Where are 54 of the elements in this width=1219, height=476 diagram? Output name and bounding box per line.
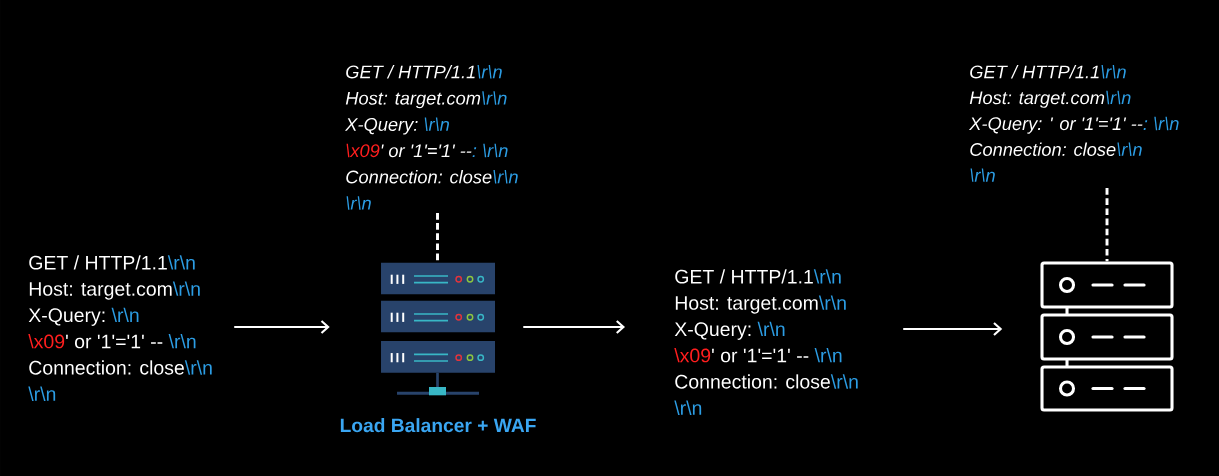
crlf-text: \r\n bbox=[168, 334, 196, 349]
request-text: Connection: close bbox=[970, 142, 1116, 156]
arrow bbox=[903, 322, 1003, 336]
crlf-text: \r\n bbox=[167, 255, 195, 270]
crlf-text: \r\n bbox=[814, 348, 842, 363]
crlf-text: \r\n bbox=[1101, 64, 1126, 79]
crlf-text: \r\n bbox=[111, 307, 139, 323]
crlf-text: \r\n bbox=[674, 400, 702, 415]
escape-code-text: \x09 bbox=[28, 334, 65, 349]
request-text: Connection: close bbox=[346, 170, 492, 184]
crlf-text: \r\n bbox=[493, 170, 518, 184]
escape-code-text: \x09 bbox=[674, 348, 711, 363]
request-text: ' or '1'='1' -- bbox=[381, 144, 472, 158]
request-text: Connection: close bbox=[675, 374, 830, 389]
crlf-text: \r\n bbox=[482, 91, 507, 105]
request-text: X-Query: ' or '1'='1' -- bbox=[968, 117, 1143, 134]
crlf-text: \r\n bbox=[1154, 116, 1179, 131]
request-text: X-Query: bbox=[344, 118, 418, 135]
crlf-text: \r\n bbox=[813, 269, 841, 284]
colon-text: : bbox=[472, 147, 477, 157]
crlf-text: \r\n bbox=[818, 295, 846, 310]
request-text: ' or '1'='1' -- bbox=[712, 348, 809, 363]
crlf-text: \r\n bbox=[830, 374, 858, 389]
crlf-text: \r\n bbox=[172, 281, 200, 296]
caption-text: Load Balancer + WAF bbox=[340, 418, 536, 433]
request-text: Connection: close bbox=[29, 360, 184, 375]
dashed-line bbox=[1105, 188, 1109, 262]
request-text: Host: target.com bbox=[345, 91, 481, 109]
colon-text: : bbox=[1143, 120, 1148, 130]
crlf-text: \r\n bbox=[1106, 90, 1131, 105]
request-text: Host: target.com bbox=[29, 282, 172, 300]
request-text: GET / HTTP/1.1 bbox=[346, 64, 475, 79]
crlf-text: \r\n bbox=[970, 168, 995, 182]
arrow bbox=[234, 320, 330, 334]
request-text: GET / HTTP/1.1 bbox=[675, 269, 813, 284]
crlf-text: \r\n bbox=[184, 360, 212, 375]
request-text: GET / HTTP/1.1 bbox=[29, 255, 167, 270]
crlf-text: \r\n bbox=[483, 143, 508, 158]
crlf-text: \r\n bbox=[757, 321, 785, 337]
request-text: Host: target.com bbox=[969, 91, 1105, 108]
dashed-line bbox=[436, 213, 439, 262]
request-text: X-Query: bbox=[28, 308, 105, 326]
request-text: GET / HTTP/1.1 bbox=[970, 64, 1099, 79]
arrow bbox=[523, 320, 625, 334]
escape-code-text: \x09 bbox=[346, 143, 380, 158]
request-text: X-Query: bbox=[674, 322, 751, 340]
crlf-text: \r\n bbox=[424, 117, 449, 131]
request-text: ' or '1'='1' -- bbox=[66, 334, 163, 349]
crlf-text: \r\n bbox=[1117, 142, 1142, 156]
request-text: Host: target.com bbox=[675, 296, 818, 314]
crlf-text: \r\n bbox=[477, 64, 502, 79]
server-icon bbox=[1040, 261, 1174, 412]
crlf-text: \r\n bbox=[28, 386, 56, 401]
crlf-text: \r\n bbox=[346, 196, 371, 210]
